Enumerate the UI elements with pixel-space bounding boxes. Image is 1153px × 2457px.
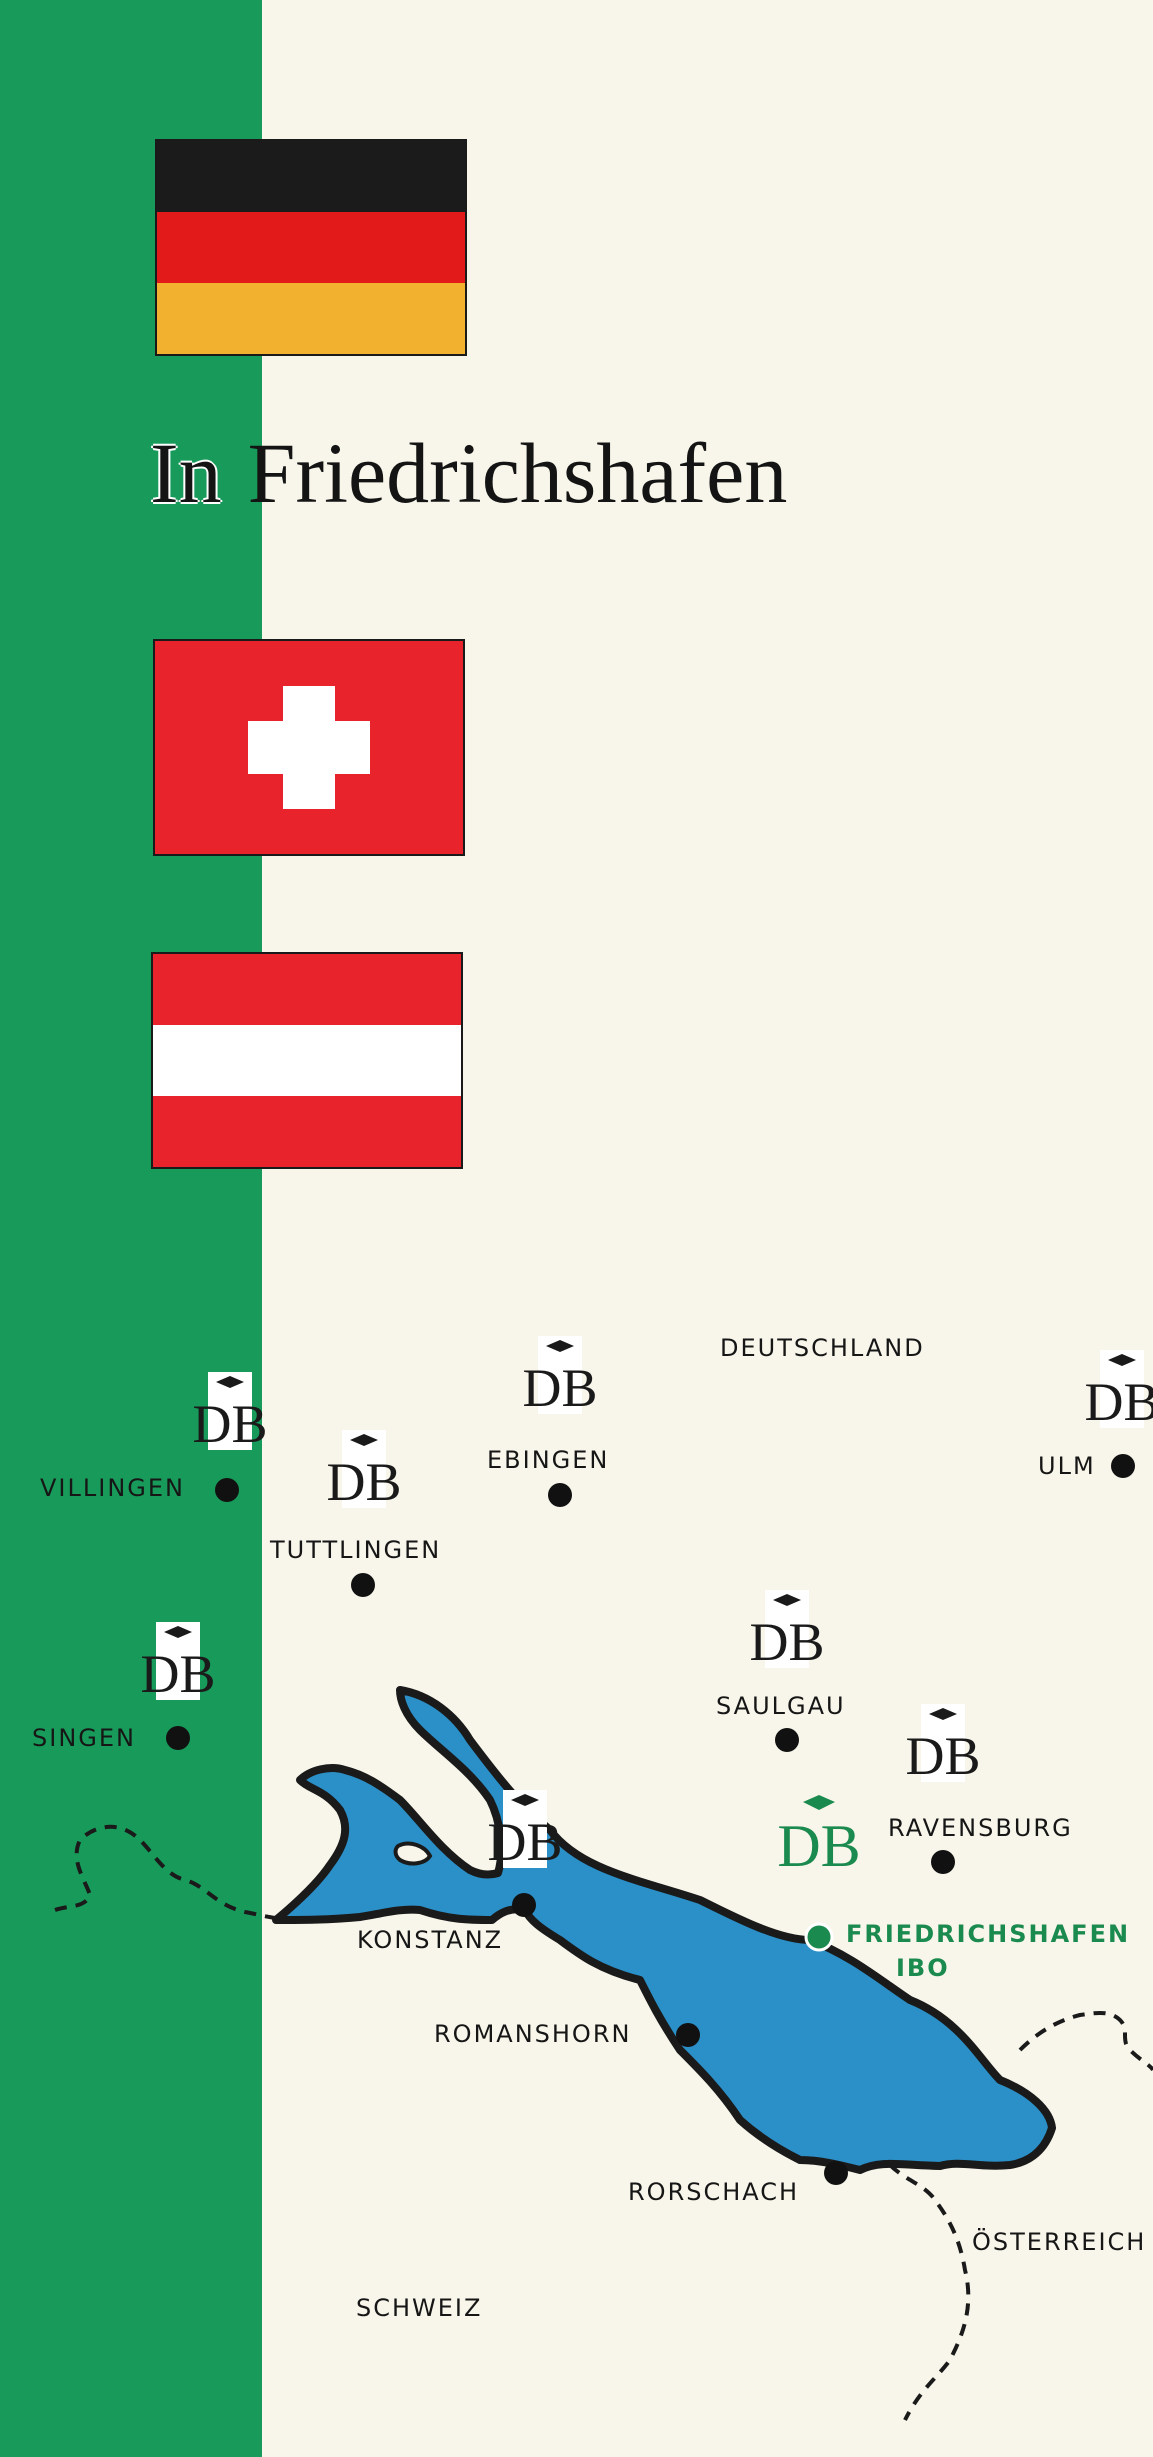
label-villingen: VILLINGEN [40, 1474, 185, 1502]
dot-friedrichshafen [804, 1922, 834, 1952]
dot-romanshorn [676, 2023, 700, 2047]
db-logos: DB DB DB DB [140, 1336, 1153, 1879]
label-oesterreich: ÖSTERREICH [972, 2228, 1147, 2256]
dot-ebingen [548, 1483, 572, 1507]
border-line-west [54, 1824, 291, 1921]
label-tuttlingen: TUTTLINGEN [270, 1536, 442, 1564]
label-singen: SINGEN [32, 1724, 136, 1752]
label-romanshorn: ROMANSHORN [434, 2020, 632, 2048]
label-ebingen: EBINGEN [487, 1446, 610, 1474]
db-logo-icon: DB [140, 1622, 216, 1704]
svg-text:DB: DB [522, 1358, 597, 1418]
map: DB DB DB DB [0, 1280, 1153, 2457]
label-ibo: IBO [896, 1954, 950, 1982]
dot-rorschach [824, 2161, 848, 2185]
db-logo-icon: DB [522, 1336, 598, 1418]
db-logo-icon-green: DB [777, 1795, 861, 1879]
swiss-cross-icon [248, 686, 370, 809]
swiss-flag [155, 641, 463, 854]
border-line-east [1018, 2011, 1153, 2072]
db-logo-icon: DB [326, 1430, 402, 1512]
db-logo-icon: DB [1084, 1350, 1153, 1432]
title-word-friedrichshafen: Friedrichshafen [247, 425, 788, 521]
dot-ulm [1111, 1454, 1135, 1478]
svg-text:DB: DB [192, 1394, 267, 1454]
dot-villingen [215, 1478, 239, 1502]
label-rorschach: RORSCHACH [628, 2178, 800, 2206]
svg-text:DB: DB [777, 1813, 860, 1879]
svg-text:DB: DB [326, 1452, 401, 1512]
label-ulm: ULM [1038, 1452, 1096, 1480]
svg-text:DB: DB [1084, 1372, 1153, 1432]
german-flag [157, 141, 465, 354]
dot-singen [166, 1726, 190, 1750]
db-logo-icon: DB [487, 1790, 563, 1872]
label-ravensburg: RAVENSBURG [888, 1814, 1073, 1842]
border-line-south [888, 2163, 971, 2421]
svg-text:DB: DB [140, 1644, 215, 1704]
map-drawing: DB DB DB DB [54, 1336, 1153, 2421]
lake-island-shape [393, 1841, 433, 1866]
dot-tuttlingen [351, 1573, 375, 1597]
dot-ravensburg [931, 1850, 955, 1874]
title-word-in: In [150, 425, 222, 521]
svg-text:DB: DB [905, 1726, 980, 1786]
db-logo-icon: DB [905, 1704, 981, 1786]
db-logo-icon: DB [192, 1372, 268, 1454]
dot-konstanz [512, 1893, 536, 1917]
db-logo-icon: DB [749, 1590, 825, 1672]
green-strip [0, 0, 262, 2457]
austrian-flag [153, 954, 461, 1167]
label-friedrichshafen: FRIEDRICHSHAFEN [846, 1920, 1131, 1948]
label-saulgau: SAULGAU [716, 1692, 846, 1720]
label-konstanz: KONSTANZ [357, 1926, 504, 1954]
dot-saulgau [775, 1728, 799, 1752]
svg-text:DB: DB [487, 1812, 562, 1872]
svg-text:DB: DB [749, 1612, 824, 1672]
station-dots [166, 1454, 1135, 2185]
label-deutschland: DEUTSCHLAND [720, 1334, 925, 1362]
label-schweiz: SCHWEIZ [356, 2294, 483, 2322]
